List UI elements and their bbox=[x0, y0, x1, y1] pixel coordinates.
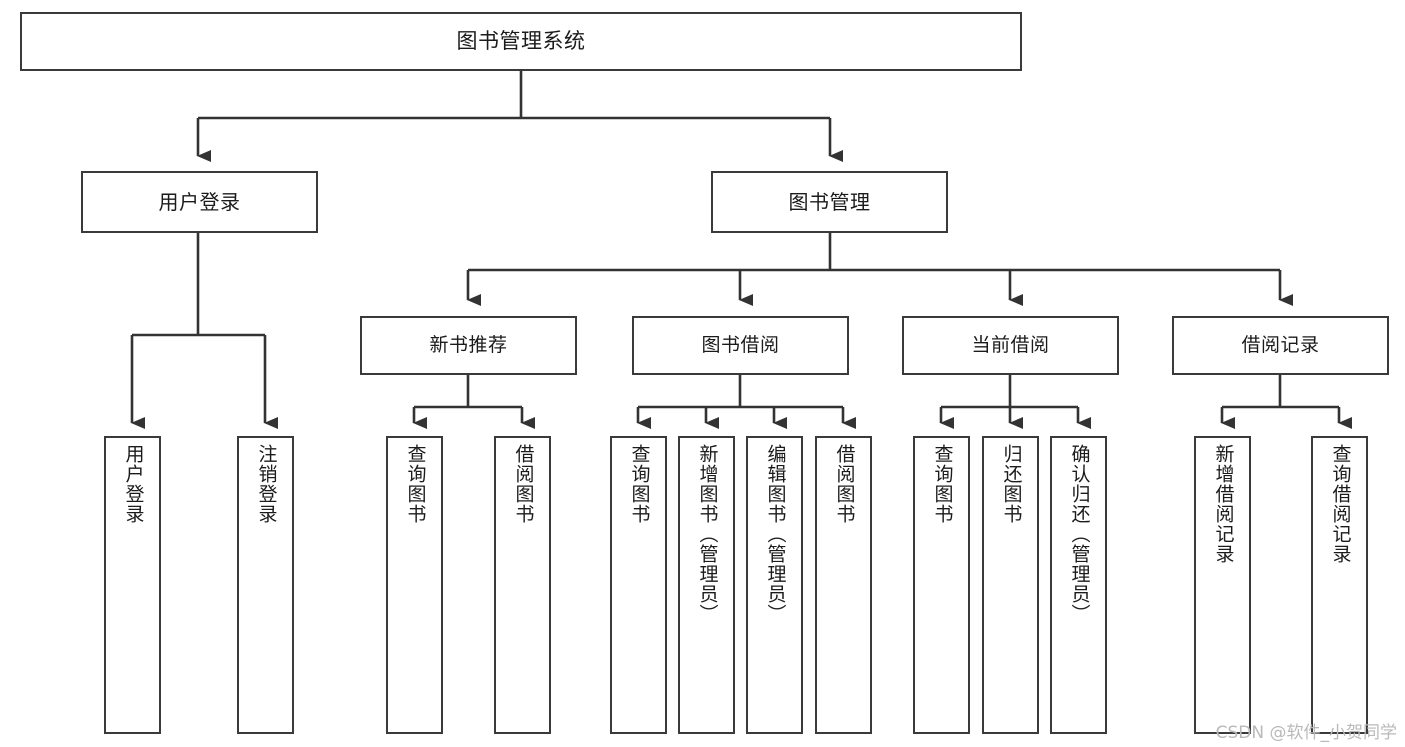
node-leaf-confirm-return-label: 确认归还（管理员） bbox=[1068, 444, 1091, 624]
node-new-book-recommend-label: 新书推荐 bbox=[429, 333, 508, 356]
node-leaf-borrow-book-1-label: 借阅图书 bbox=[512, 444, 535, 524]
node-leaf-borrow-book-2[interactable]: 借阅图书 bbox=[815, 436, 872, 734]
node-leaf-query-book-2-label: 查询图书 bbox=[628, 444, 651, 524]
node-leaf-borrow-book-1[interactable]: 借阅图书 bbox=[494, 436, 551, 734]
node-leaf-add-record[interactable]: 新增借阅记录 bbox=[1194, 436, 1251, 734]
node-book-borrow[interactable]: 图书借阅 bbox=[632, 316, 849, 375]
node-book-management-label: 图书管理 bbox=[788, 189, 871, 214]
node-current-borrow[interactable]: 当前借阅 bbox=[902, 316, 1119, 375]
node-leaf-add-book-label: 新增图书（管理员） bbox=[696, 444, 719, 624]
node-leaf-logout-login[interactable]: 注销登录 bbox=[237, 436, 294, 734]
node-leaf-add-record-label: 新增借阅记录 bbox=[1212, 444, 1235, 564]
csdn-watermark: CSDN @软件_小贺同学 bbox=[1215, 723, 1397, 743]
node-new-book-recommend[interactable]: 新书推荐 bbox=[360, 316, 577, 375]
node-leaf-add-book[interactable]: 新增图书（管理员） bbox=[678, 436, 735, 734]
node-leaf-query-record[interactable]: 查询借阅记录 bbox=[1311, 436, 1368, 734]
node-leaf-return-book-label: 归还图书 bbox=[1000, 444, 1023, 524]
node-leaf-confirm-return[interactable]: 确认归还（管理员） bbox=[1050, 436, 1107, 734]
node-root-label: 图书管理系统 bbox=[456, 28, 586, 53]
node-leaf-query-book-3-label: 查询图书 bbox=[931, 444, 954, 524]
node-leaf-user-login[interactable]: 用户登录 bbox=[104, 436, 161, 734]
node-leaf-query-record-label: 查询借阅记录 bbox=[1329, 444, 1352, 564]
node-leaf-query-book-1-label: 查询图书 bbox=[404, 444, 427, 524]
node-leaf-query-book-2[interactable]: 查询图书 bbox=[610, 436, 667, 734]
node-borrow-record-label: 借阅记录 bbox=[1241, 333, 1320, 356]
node-current-borrow-label: 当前借阅 bbox=[971, 333, 1050, 356]
node-leaf-user-login-label: 用户登录 bbox=[122, 444, 145, 524]
node-leaf-edit-book[interactable]: 编辑图书（管理员） bbox=[746, 436, 803, 734]
node-leaf-logout-login-label: 注销登录 bbox=[255, 444, 278, 524]
node-borrow-record[interactable]: 借阅记录 bbox=[1172, 316, 1389, 375]
node-leaf-borrow-book-2-label: 借阅图书 bbox=[833, 444, 856, 524]
node-book-borrow-label: 图书借阅 bbox=[701, 333, 780, 356]
node-user-login-label: 用户登录 bbox=[158, 189, 241, 214]
node-book-management[interactable]: 图书管理 bbox=[711, 171, 948, 233]
node-user-login[interactable]: 用户登录 bbox=[81, 171, 318, 233]
node-leaf-query-book-1[interactable]: 查询图书 bbox=[386, 436, 443, 734]
node-leaf-query-book-3[interactable]: 查询图书 bbox=[913, 436, 970, 734]
node-leaf-return-book[interactable]: 归还图书 bbox=[982, 436, 1039, 734]
node-leaf-edit-book-label: 编辑图书（管理员） bbox=[764, 444, 787, 624]
node-root[interactable]: 图书管理系统 bbox=[20, 12, 1022, 71]
